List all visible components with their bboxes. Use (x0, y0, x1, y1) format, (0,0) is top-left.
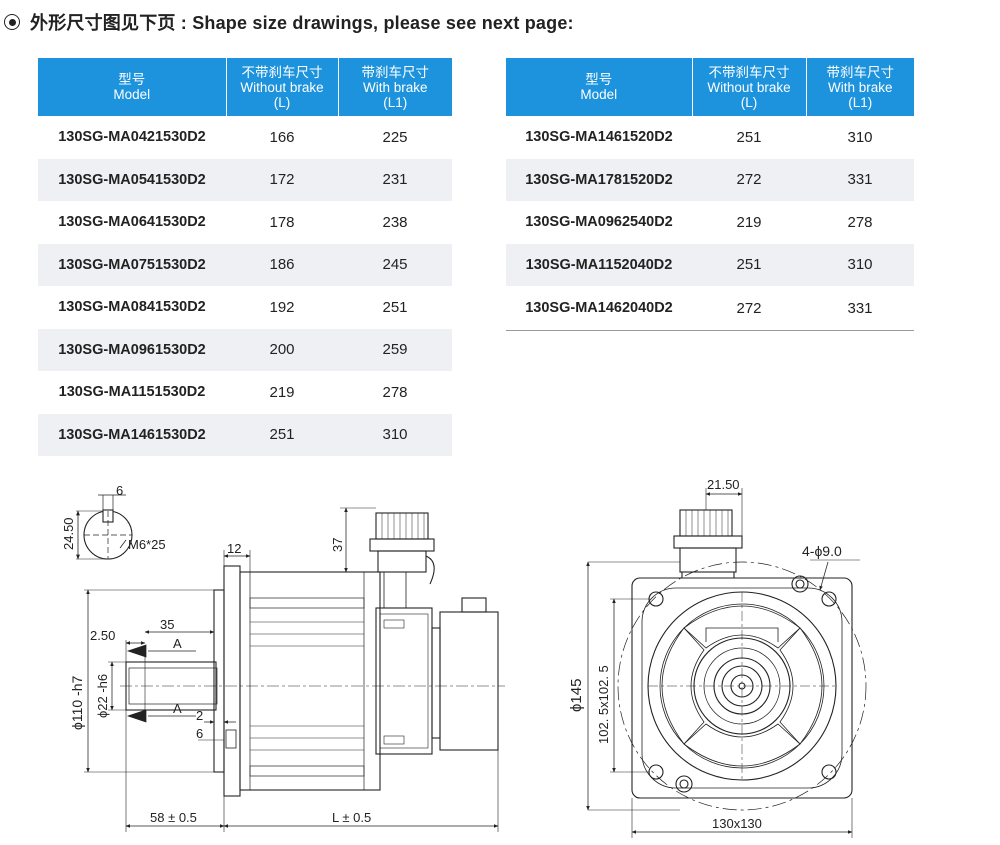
body-length-label: L ± 0.5 (332, 810, 371, 825)
connector-height-label: 37 (330, 538, 345, 552)
model-cell: 130SG-MA0421530D2 (58, 129, 206, 146)
with-brake-cell: 231 (338, 158, 452, 201)
without-brake-cell: 251 (692, 243, 806, 286)
flange-outline (631, 577, 853, 799)
model-cell: 130SG-MA1461520D2 (525, 129, 673, 146)
with-brake-cell: 331 (806, 158, 914, 201)
without-brake-cell: 200 (226, 328, 338, 371)
without-brake-cell: 272 (736, 299, 762, 317)
key-length-label: 35 (160, 617, 174, 632)
motor-side-view-drawing: 6 24.50 M6*25 12 37 35 2.50 A A ϕ22 -h6 … (61, 483, 505, 832)
model-cell: 130SG-MA1462040D2 (525, 300, 673, 316)
table-row: 130SG-MA0421530D2 166 225 (38, 116, 452, 159)
pitch-circle (617, 561, 867, 811)
header-without-brake: 不带刹车尺寸 Without brake (L) (226, 58, 339, 116)
key-offset-label: 2.50 (90, 628, 115, 643)
table-row: 130SG-MA0962540D2 219 278 (506, 201, 914, 244)
target-bullet-icon (4, 14, 20, 30)
connector-offset-label: 21.50 (707, 477, 740, 492)
motor-body (239, 571, 381, 791)
with-brake-cell: 238 (382, 213, 408, 231)
shaft-length-label: 58 ± 0.5 (150, 810, 197, 825)
with-brake-cell: 278 (847, 213, 873, 231)
without-brake-cell: 192 (269, 298, 295, 316)
heading-text: 外形尺寸图见下页 : Shape size drawings, please s… (30, 13, 574, 33)
header-with-brake: 带刹车尺寸 With brake (L1) (806, 58, 914, 116)
model-cell: 130SG-MA0962540D2 (525, 214, 673, 231)
without-brake-cell: 251 (736, 128, 762, 146)
power-connector (369, 512, 435, 609)
header-with-brake: 带刹车尺寸 With brake (L1) (338, 58, 452, 116)
table-row: 130SG-MA1151530D2 219 278 (38, 371, 452, 414)
section-mark-top: A (173, 636, 182, 651)
model-cell: 130SG-MA0841530D2 (58, 299, 206, 316)
without-brake-cell: 272 (692, 158, 806, 201)
front-connector (673, 509, 743, 578)
header-model: 型号 Model (38, 58, 227, 116)
model-cell: 130SG-MA1461530D2 (38, 413, 226, 456)
thread-label: M6*25 (128, 537, 166, 552)
with-brake-cell: 251 (382, 298, 408, 316)
model-cell: 130SG-MA1781520D2 (506, 158, 692, 201)
model-cell: 130SG-MA1151530D2 (58, 384, 206, 401)
with-brake-cell: 310 (338, 413, 452, 456)
without-brake-cell: 186 (226, 243, 338, 286)
table-row: 130SG-MA1461520D2 251 310 (506, 116, 914, 159)
table-row: 130SG-MA1462040D2 272 331 (506, 286, 914, 331)
table-row: 130SG-MA0641530D2 178 238 (38, 201, 452, 244)
model-cell: 130SG-MA0541530D2 (38, 158, 226, 201)
section-mark-bottom: A (173, 701, 182, 716)
without-brake-cell: 166 (269, 128, 295, 146)
header-model: 型号 Model (506, 58, 693, 116)
with-brake-cell: 310 (806, 243, 914, 286)
table-header-row: 型号 Model 不带刹车尺寸 Without brake (L) 带刹车尺寸 … (506, 58, 914, 116)
keyway-depth-label: 24.50 (61, 517, 76, 550)
with-brake-cell: 331 (847, 299, 873, 317)
with-brake-cell: 259 (338, 328, 452, 371)
model-cell: 130SG-MA0641530D2 (58, 214, 206, 231)
model-cell: 130SG-MA0961530D2 (38, 328, 226, 371)
without-brake-cell: 178 (269, 213, 295, 231)
holes-label: 4-ϕ9.0 (802, 543, 842, 559)
section-heading: 外形尺寸图见下页 : Shape size drawings, please s… (4, 8, 574, 36)
without-brake-cell: 251 (226, 413, 338, 456)
without-brake-cell: 219 (736, 213, 762, 231)
with-brake-cell: 278 (382, 383, 408, 401)
flange-thickness-label: 12 (227, 541, 241, 556)
spigot-length-label: 6 (196, 726, 203, 741)
keyway-width-label: 6 (116, 483, 123, 498)
with-brake-cell: 225 (382, 128, 408, 146)
with-brake-cell: 245 (338, 243, 452, 286)
without-brake-cell: 172 (226, 158, 338, 201)
table-row: 130SG-MA0841530D2 192 251 (38, 286, 452, 329)
shaft-diameter-label: ϕ22 -h6 (95, 674, 110, 718)
model-cell: 130SG-MA1152040D2 (506, 243, 692, 286)
with-brake-cell: 310 (847, 128, 873, 146)
hole-spacing-label: 102. 5x102. 5 (596, 665, 611, 744)
dimension-table-left: 型号 Model 不带刹车尺寸 Without brake (L) 带刹车尺寸 … (38, 58, 452, 456)
model-cell: 130SG-MA0751530D2 (38, 243, 226, 286)
spigot-diameter-label: ϕ110 -h7 (69, 676, 85, 730)
pcd-label: ϕ145 (568, 679, 585, 712)
without-brake-cell: 219 (269, 383, 295, 401)
spigot-step-label: 2 (196, 708, 203, 723)
header-without-brake: 不带刹车尺寸 Without brake (L) (692, 58, 807, 116)
table-header-row: 型号 Model 不带刹车尺寸 Without brake (L) 带刹车尺寸 … (38, 58, 452, 116)
flange-size-label: 130x130 (712, 816, 762, 831)
keyway-section-detail (76, 494, 133, 560)
dimension-table-right: 型号 Model 不带刹车尺寸 Without brake (L) 带刹车尺寸 … (506, 58, 914, 331)
mounting-holes (648, 575, 837, 793)
